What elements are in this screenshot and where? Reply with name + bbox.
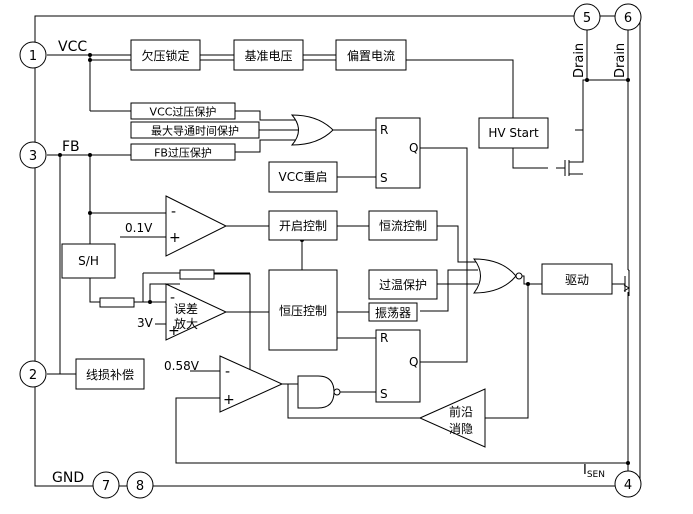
pin-5: 5 Drain (572, 3, 601, 78)
block-cc-ctrl: 恒流控制 (368, 210, 438, 241)
svg-text:偏置电流: 偏置电流 (347, 48, 395, 63)
svg-text:S: S (380, 171, 388, 185)
svg-text:基准电压: 基准电压 (244, 49, 292, 63)
main-mosfet (623, 269, 630, 296)
svg-text:Drain: Drain (613, 43, 628, 78)
comparator-1: - + (165, 195, 228, 257)
svg-text:Q: Q (409, 141, 418, 155)
svg-text:Drain: Drain (572, 43, 587, 78)
svg-text:+: + (168, 323, 180, 339)
rs-latch-2: R S Q (375, 329, 421, 403)
or-gate-1 (290, 114, 334, 146)
svg-text:FB: FB (62, 139, 80, 155)
svg-text:7: 7 (102, 479, 110, 494)
svg-text:4: 4 (624, 478, 632, 493)
block-hv-start: HV Start (478, 117, 549, 149)
block-uvlo: 欠压锁定 (130, 39, 201, 71)
block-start-ctrl: 开启控制 (268, 210, 338, 241)
resistor-2 (179, 269, 215, 280)
or-gate-2-bubble (515, 272, 523, 280)
block-max-ton: 最大导通时间保护 (130, 121, 260, 139)
svg-text:最大导通时间保护: 最大导通时间保护 (151, 124, 239, 138)
svg-text:+: + (169, 230, 181, 246)
svg-text:VCC: VCC (58, 39, 87, 55)
svg-text:6: 6 (624, 11, 632, 26)
block-vcc-restart: VCC重启 (268, 161, 338, 193)
svg-text:GND: GND (52, 470, 84, 486)
comparator-2: - + (219, 355, 284, 413)
block-leb: 前沿 消隐 (418, 388, 486, 448)
svg-text:恒压控制: 恒压控制 (279, 304, 327, 318)
hv-mosfet (556, 130, 584, 176)
svg-text:2: 2 (29, 368, 37, 383)
block-vcc-ovp: VCC过压保护 (130, 102, 236, 120)
svg-text:-: - (170, 290, 175, 306)
svg-text:VCC过压保护: VCC过压保护 (150, 105, 217, 119)
chip-outline (34, 15, 641, 487)
svg-text:FB过压保护: FB过压保护 (154, 146, 212, 160)
svg-text:恒流控制: 恒流控制 (379, 219, 427, 233)
rs-latch-1: R S Q (375, 117, 421, 189)
block-driver: 驱动 (541, 263, 613, 295)
svg-text:放大: 放大 (174, 316, 198, 331)
svg-text:1: 1 (29, 49, 37, 64)
resistor-1 (99, 297, 135, 308)
svg-text:误差: 误差 (174, 302, 198, 316)
svg-text:HV Start: HV Start (488, 126, 539, 140)
svg-text:S: S (380, 387, 388, 401)
svg-text:-: - (225, 364, 230, 380)
svg-text:S/H: S/H (78, 254, 99, 268)
pin-2: 2 (19, 360, 47, 388)
svg-text:5: 5 (583, 11, 591, 26)
pin-4: 4 ISEN (583, 463, 642, 498)
svg-text:Q: Q (409, 355, 418, 369)
svg-text:R: R (380, 331, 388, 345)
pin-1: 1 VCC (19, 39, 87, 69)
label-0-58v: 0.58V (164, 359, 200, 373)
svg-text:欠压锁定: 欠压锁定 (141, 48, 189, 63)
block-fb-ovp: FB过压保护 (130, 143, 236, 161)
pin-8: 8 (126, 471, 154, 499)
block-cv-ctrl: 恒压控制 (268, 269, 338, 351)
svg-text:3: 3 (29, 149, 37, 164)
wiring (47, 28, 629, 473)
svg-text:+: + (223, 392, 235, 408)
block-sh: S/H (61, 243, 116, 279)
block-oscillator: 振荡器 (368, 302, 418, 322)
block-otp: 过温保护 (368, 269, 438, 300)
block-ibias: 偏置电流 (335, 39, 407, 71)
svg-text:前沿: 前沿 (449, 404, 473, 419)
svg-text:R: R (380, 123, 388, 137)
svg-text:8: 8 (136, 479, 144, 494)
svg-text:驱动: 驱动 (565, 273, 589, 287)
pin-3: 3 FB (19, 139, 80, 169)
svg-text:-: - (171, 204, 176, 220)
svg-text:消隐: 消隐 (449, 422, 473, 436)
error-amplifier: - + 误差 放大 (165, 283, 228, 341)
block-vref: 基准电压 (233, 39, 304, 71)
label-3v: 3V (137, 316, 154, 330)
pin-7: 7 GND (52, 470, 120, 499)
svg-text:VCC重启: VCC重启 (279, 170, 328, 184)
or-gate-2 (472, 258, 517, 294)
svg-text:开启控制: 开启控制 (279, 219, 327, 233)
nand-gate (297, 375, 341, 409)
label-0-1v: 0.1V (125, 221, 153, 235)
isen-label: ISEN (583, 463, 605, 480)
block-line-comp: 线损补偿 (75, 358, 145, 390)
svg-text:过温保护: 过温保护 (379, 278, 427, 292)
svg-text:线损补偿: 线损补偿 (86, 367, 134, 382)
pin-6: 6 Drain (613, 3, 642, 78)
svg-text:振荡器: 振荡器 (375, 306, 411, 320)
